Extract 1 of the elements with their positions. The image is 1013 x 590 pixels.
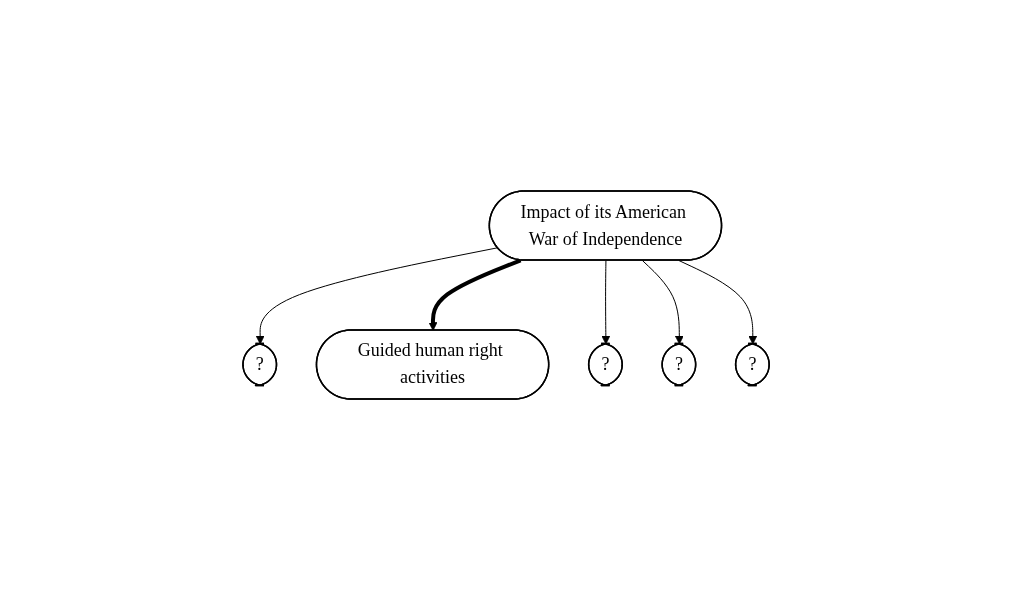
arrow — [429, 258, 522, 331]
